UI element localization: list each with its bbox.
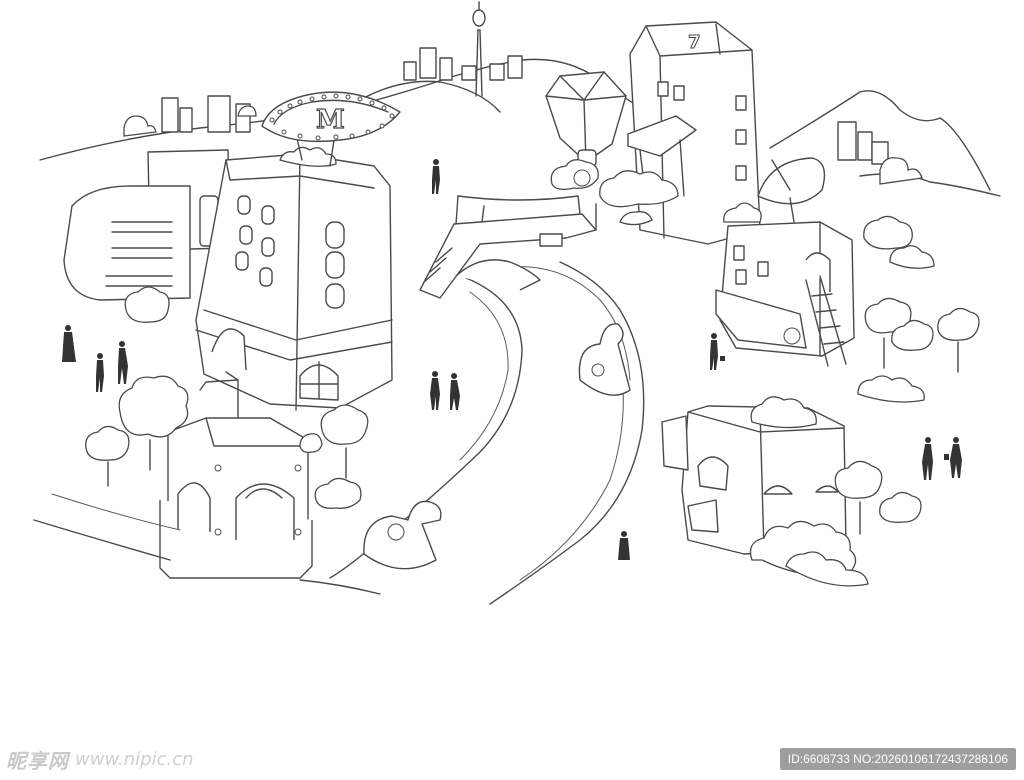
site-watermark: 昵享网 www.nipic.cn bbox=[6, 745, 194, 774]
person-figure bbox=[450, 373, 460, 410]
person-figure bbox=[96, 353, 104, 392]
m-sign-tower: M bbox=[195, 91, 401, 411]
person-figure bbox=[922, 437, 933, 480]
person-figure bbox=[944, 437, 962, 478]
people bbox=[62, 159, 962, 560]
bushes-lower-right bbox=[749, 460, 922, 587]
e-building bbox=[63, 149, 231, 301]
person-figure bbox=[618, 531, 630, 560]
tent-building bbox=[159, 371, 313, 579]
satellite-building bbox=[715, 157, 855, 367]
trees-left bbox=[85, 286, 369, 509]
image-id-stamp: ID:6608733 NO:20260106172437288106 bbox=[779, 748, 1016, 770]
distant-skyline-center bbox=[403, 1, 523, 97]
tower-sign-number: 7 bbox=[688, 32, 701, 53]
watermark-url: www.nipic.cn bbox=[75, 749, 194, 770]
m-sign-letter: M bbox=[316, 105, 345, 135]
distant-skyline-left bbox=[123, 95, 257, 137]
person-figure bbox=[62, 325, 76, 362]
distant-skyline-right bbox=[837, 121, 923, 185]
bridge bbox=[419, 195, 597, 299]
trees-right bbox=[599, 170, 980, 403]
person-figure bbox=[118, 341, 128, 384]
person-figure bbox=[430, 371, 440, 410]
duck-boats bbox=[363, 323, 631, 570]
person-figure bbox=[710, 333, 725, 370]
person-figure bbox=[432, 159, 440, 194]
ground-lines bbox=[33, 493, 381, 595]
watermark-logo: 昵享网 bbox=[6, 749, 69, 773]
gem-balloon bbox=[545, 71, 627, 190]
